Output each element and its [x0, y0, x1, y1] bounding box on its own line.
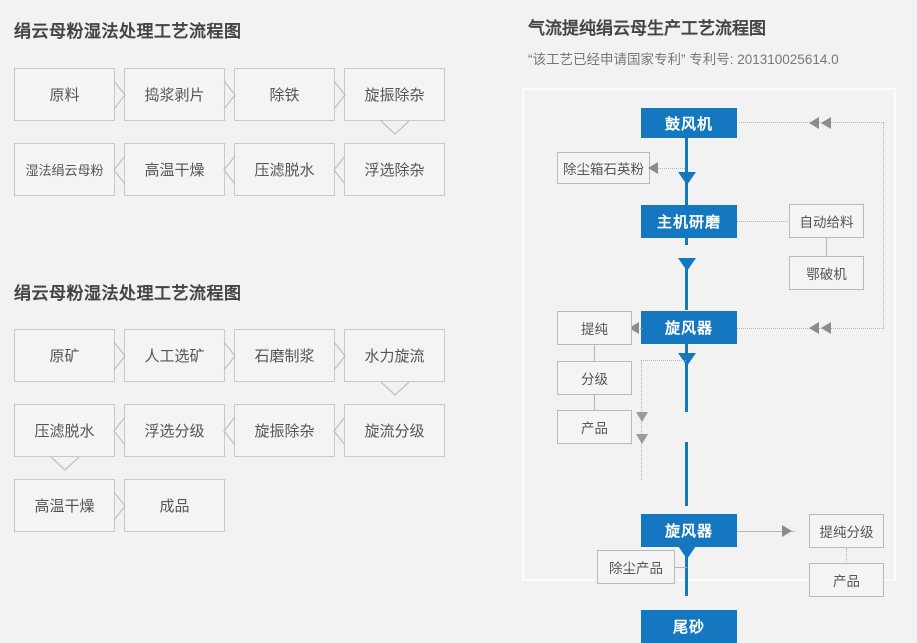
loop-arrow-mid-b: [821, 322, 831, 334]
chart2-node-rengongxuankuang[interactable]: 人工选矿: [124, 329, 225, 382]
grading-to-product-link: [594, 395, 595, 411]
trunk-line-3d: [685, 344, 688, 412]
node-auto-feed[interactable]: 自动给料: [789, 204, 864, 238]
trunk-arrow-3: [678, 353, 696, 366]
auto-feed-to-crusher-link: [826, 238, 827, 257]
chart2-node-yuankuang[interactable]: 原矿: [14, 329, 115, 382]
chart2-node-xuanzhenchuza[interactable]: 旋振除杂: [234, 404, 335, 457]
node-cyclone-1[interactable]: 旋风器: [641, 311, 737, 344]
purify-arrow: [629, 322, 639, 334]
node-jaw-crusher[interactable]: 鄂破机: [789, 256, 864, 290]
chart1-node-daojiangbopian[interactable]: 捣浆剥片: [124, 68, 225, 121]
purify-grading-link: [737, 531, 795, 532]
purify-to-grading-link: [594, 345, 595, 362]
chart1-node-fuxuanchuza[interactable]: 浮选除杂: [344, 143, 445, 196]
trunk-line-5: [685, 536, 688, 596]
loop-arrow-top-b: [821, 117, 831, 129]
chart1-arrow-r1-3: [333, 80, 347, 110]
loop-arrow-mid-a: [809, 322, 819, 334]
chart2-arrow-r2-3: [333, 416, 347, 446]
airflow-flowchart-panel: 鼓风机 除尘箱石英粉 主机研磨 自动给料 鄂破机 旋风器: [522, 88, 896, 643]
trunk-line-2b: [685, 268, 688, 310]
chart1-arrow-r2-2: [223, 155, 237, 185]
chart1-arrow-r2-3: [333, 155, 347, 185]
node-blower[interactable]: 鼓风机: [641, 108, 737, 138]
trunk-arrow-4: [678, 546, 696, 559]
chart1-title: 绢云母粉湿法处理工艺流程图: [14, 22, 242, 41]
chart2-node-fuxuanfenji[interactable]: 浮选分级: [124, 404, 225, 457]
node-product-left[interactable]: 产品: [557, 410, 632, 444]
chart2-arrow-r2-2: [223, 416, 237, 446]
chart1-node-xuanzhenchuza[interactable]: 旋振除杂: [344, 68, 445, 121]
left-column: 绢云母粉湿法处理工艺流程图 原料 捣浆剥片 除铁 旋振除杂 湿法绢云母粉 高温干…: [14, 22, 445, 532]
purify-grading-arrow: [782, 525, 792, 537]
loop-arrow-top-a: [809, 117, 819, 129]
node-purify[interactable]: 提纯: [557, 311, 632, 345]
chart1-node-gaowenganzao[interactable]: 高温干燥: [124, 143, 225, 196]
trunk-line-4: [685, 442, 688, 506]
chart2-node-xuanliufenji[interactable]: 旋流分级: [344, 404, 445, 457]
chart2-arrow-r3-1: [113, 491, 127, 521]
chart2-arrow-r1-2: [223, 341, 237, 371]
node-dust-product[interactable]: 除尘产品: [597, 550, 675, 584]
node-tailings[interactable]: 尾砂: [641, 610, 737, 643]
chart1-arrow-r1-2: [223, 80, 237, 110]
node-grading[interactable]: 分级: [557, 361, 632, 395]
node-purify-grading[interactable]: 提纯分级: [809, 514, 884, 548]
chart2-title: 绢云母粉湿法处理工艺流程图: [14, 284, 242, 303]
dust-branch-arrow-a: [636, 412, 648, 422]
dust-branch-h: [641, 360, 686, 361]
chart2-arrow-r2-1: [113, 416, 127, 446]
trunk-line-1: [685, 135, 688, 245]
node-main-grinder[interactable]: 主机研磨: [641, 205, 737, 238]
trunk-arrow-2: [678, 258, 696, 271]
chart1-node-yuanliao[interactable]: 原料: [14, 68, 115, 121]
dust-product-link: [675, 567, 687, 568]
purify-grading-to-product-link: [846, 548, 847, 564]
chart2-arrow-down-2: [50, 456, 80, 472]
right-column: 气流提纯绢云母生产工艺流程图 “该工艺已经申请国家专利” 专利号: 201310…: [500, 0, 917, 643]
chart2-node-shulixuanliu[interactable]: 水力旋流: [344, 329, 445, 382]
chart2-node-gaowenganzao[interactable]: 高温干燥: [14, 479, 115, 532]
dust-branch-arrow-b: [636, 434, 648, 444]
dust-quartz-arrow: [648, 162, 658, 174]
trunk-arrow-1: [678, 172, 696, 185]
flowchart-page: 绢云母粉湿法处理工艺流程图 原料 捣浆剥片 除铁 旋振除杂 湿法绢云母粉 高温干…: [14, 0, 917, 643]
chart2-node-shimozhijiang[interactable]: 石磨制浆: [234, 329, 335, 382]
node-cyclone-2[interactable]: 旋风器: [641, 514, 737, 547]
chart2-arrow-r1-1: [113, 341, 127, 371]
loop-line-right: [883, 122, 884, 328]
right-chart-subtitle: “该工艺已经申请国家专利” 专利号: 201310025614.0: [528, 52, 839, 67]
node-dust-quartz[interactable]: 除尘箱石英粉: [557, 152, 650, 184]
chart2-arrow-down-1: [380, 381, 410, 397]
chart1-arrow-down: [380, 120, 410, 136]
chart1-node-yaluituoshui[interactable]: 压滤脱水: [234, 143, 335, 196]
node-product-right[interactable]: 产品: [809, 563, 884, 597]
right-chart-title: 气流提纯绢云母生产工艺流程图: [528, 19, 766, 38]
auto-feed-link: [737, 221, 790, 222]
chart1-arrow-r2-1: [113, 155, 127, 185]
chart1-node-shifajuanyunmufen[interactable]: 湿法绢云母粉: [14, 143, 115, 196]
chart2-arrow-r1-3: [333, 341, 347, 371]
chart1-node-chutie[interactable]: 除铁: [234, 68, 335, 121]
chart2-node-yaluituoshui[interactable]: 压滤脱水: [14, 404, 115, 457]
dust-quartz-link: [650, 168, 685, 169]
chart1-arrow-r1-1: [113, 80, 127, 110]
chart2-node-chengpin[interactable]: 成品: [124, 479, 225, 532]
